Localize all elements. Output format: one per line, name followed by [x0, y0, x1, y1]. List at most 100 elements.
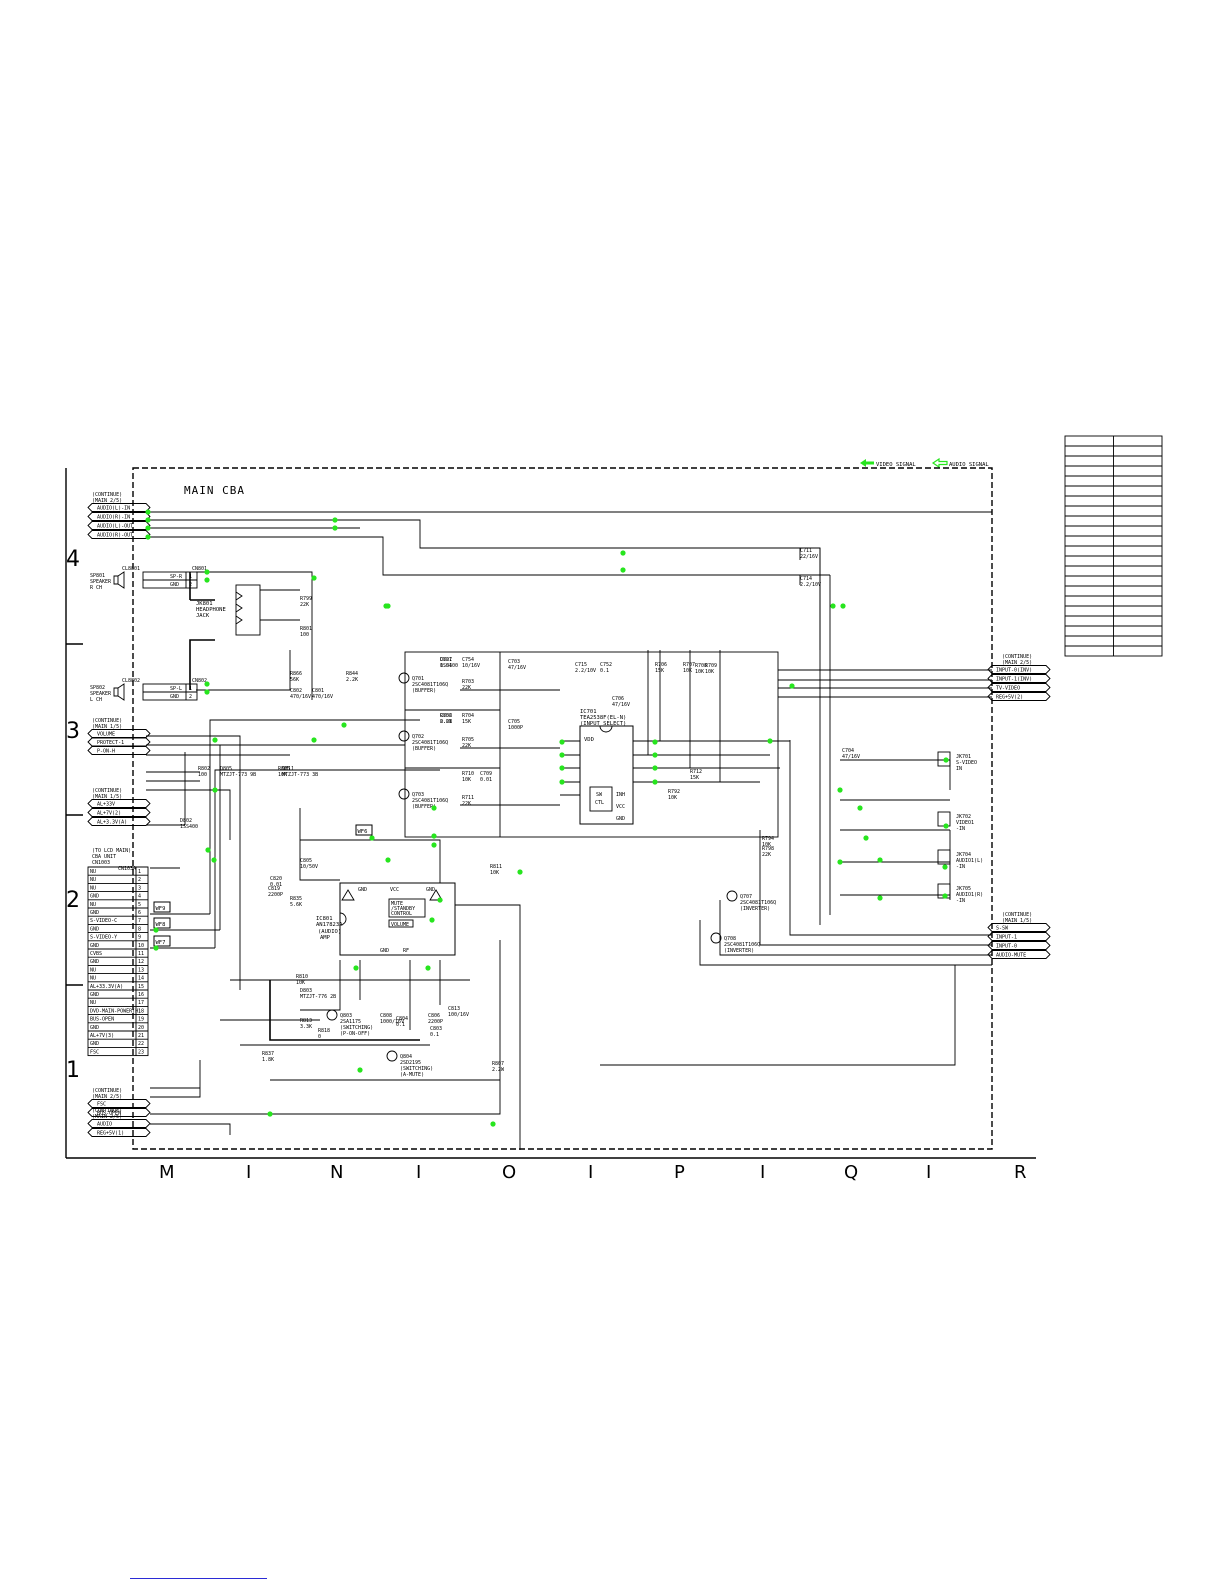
part-ref: C805: [300, 858, 312, 864]
part-ref: C801: [312, 688, 324, 694]
signal-marker: [332, 525, 338, 531]
signal-marker: [431, 805, 437, 811]
left-conn-tag: [87, 1099, 151, 1108]
ic801-block-control: CONTROL: [391, 911, 412, 917]
ic701-vcc: VCC: [616, 804, 625, 810]
row-label-1: 1: [66, 1058, 80, 1083]
signal-marker: [517, 869, 523, 875]
signal-marker: [431, 842, 437, 848]
part-value: 22K: [462, 685, 471, 691]
signal-marker: [652, 739, 658, 745]
part-value: 10K: [683, 668, 692, 674]
speaker-label: SPEAKER: [90, 579, 112, 585]
lcd-conn-header: (TO LCD MAIN): [92, 848, 131, 854]
column-label-n: N: [330, 1162, 343, 1183]
lcd-conn-pin-num: 8: [138, 926, 141, 932]
video-signal-arrow-icon: [860, 459, 874, 467]
ic801-func-1: (AUDIO): [318, 929, 341, 935]
lcd-conn-pin-name: NU: [90, 877, 96, 883]
left-conn-signal: AUDIO(R)-OUT: [97, 533, 133, 539]
lcd-conn-pin-num: 14: [138, 976, 144, 982]
legend-video-label: VIDEO SIGNAL: [876, 462, 916, 468]
signal-marker: [652, 752, 658, 758]
left-conn-tag: [87, 1119, 151, 1128]
part-value: 10/50V: [300, 864, 318, 870]
signal-marker: [943, 757, 949, 763]
part-ref: R813: [300, 1018, 312, 1024]
part-ref: C806: [428, 1013, 440, 1019]
lcd-conn-pin-name: GND: [90, 943, 99, 949]
part-ref: C813: [448, 1006, 460, 1012]
jack-label: -IN: [956, 826, 965, 832]
part-ref: R703: [462, 679, 474, 685]
part-value: 0.1: [430, 1032, 439, 1038]
waveform-tag-label: WF8: [156, 922, 166, 928]
ic701-sw: SW: [596, 792, 603, 798]
signal-marker: [425, 965, 431, 971]
signal-marker: [311, 737, 317, 743]
signal-marker: [942, 864, 948, 870]
lcd-conn-pin-num: 7: [138, 918, 141, 924]
left-conn-tag: [87, 808, 151, 817]
part-ref: C704: [842, 748, 854, 754]
signal-marker: [429, 917, 435, 923]
signal-marker: [311, 575, 317, 581]
jack-label: IN: [956, 766, 962, 772]
row-ruler: [65, 468, 1036, 1159]
part-value: 10K: [462, 777, 471, 783]
part-value: 0.01: [480, 777, 492, 783]
right-conn-signal: INPUT-1(INV): [996, 677, 1032, 683]
signal-marker: [145, 517, 151, 523]
signal-marker: [652, 779, 658, 785]
transistor-func: (BUFFER): [412, 688, 436, 694]
right-conn-tag: [987, 683, 1051, 692]
speaker-icon: [113, 683, 125, 701]
jack-label: VIDEO1: [956, 820, 974, 826]
lcd-conn-pin-num: 11: [138, 951, 144, 957]
part-value: 1SS400: [440, 663, 458, 669]
part-ref: R798: [762, 846, 774, 852]
part-ref: R799: [300, 596, 312, 602]
lcd-conn-pin-num: 21: [138, 1033, 144, 1039]
part-ref: R811: [490, 864, 502, 870]
ic701-inh: INH: [616, 792, 625, 798]
signal-marker: [145, 534, 151, 540]
part-ref: D802: [180, 818, 192, 824]
part-ref: C701: [440, 657, 452, 663]
part-ref: R709: [705, 663, 717, 669]
lcd-conn-pin-name: CVBS: [90, 951, 102, 957]
lcd-conn-pin-name: GND: [90, 910, 99, 916]
part-value: 10K: [296, 980, 305, 986]
lcd-conn-pin-name: GND: [90, 992, 99, 998]
row-label-4: 4: [66, 547, 80, 572]
signal-marker: [205, 847, 211, 853]
footer-link-underline[interactable]: [130, 1578, 267, 1579]
left-conn-header: (CONTINUE): [92, 1108, 122, 1114]
transistor-part: 2SC4081T106Q: [412, 682, 448, 688]
ic801-bottom-rf: RF: [403, 948, 409, 954]
right-conn-signal: INPUT-1: [996, 935, 1017, 941]
part-value: 15K: [655, 668, 664, 674]
lcd-conn-pin-num: 19: [138, 1017, 144, 1023]
part-ref: R802: [198, 766, 210, 772]
part-value: 100: [300, 632, 309, 638]
lcd-conn-pin-name: FSC: [90, 1049, 99, 1055]
transistor-ref: Q707: [740, 894, 752, 900]
row-label-3: 3: [66, 719, 80, 744]
speaker-ref: SP801: [90, 573, 105, 579]
lcd-conn-header: CBA UNIT: [92, 854, 116, 860]
signal-marker: [153, 927, 159, 933]
left-conn-signal: REG+5V(1): [97, 1131, 124, 1137]
ic801-block-mute: MUTE: [391, 901, 403, 907]
signal-marker: [837, 787, 843, 793]
part-value: 470/16V: [290, 694, 311, 700]
transistor-part: 2SC4081T106Q: [412, 798, 448, 804]
lcd-conn-pin-num: 18: [138, 1008, 144, 1014]
transistor-part: 2SA1175: [340, 1019, 361, 1025]
right-conn-signal: INPUT-0(INV): [996, 668, 1032, 674]
part-labels: C7010.01C7020.01C70347/16VC70447/16VC705…: [180, 548, 860, 1073]
left-conn-tag: [87, 746, 151, 755]
part-value: 3.3K: [300, 1024, 312, 1030]
right-conn-tag: [987, 941, 1051, 950]
